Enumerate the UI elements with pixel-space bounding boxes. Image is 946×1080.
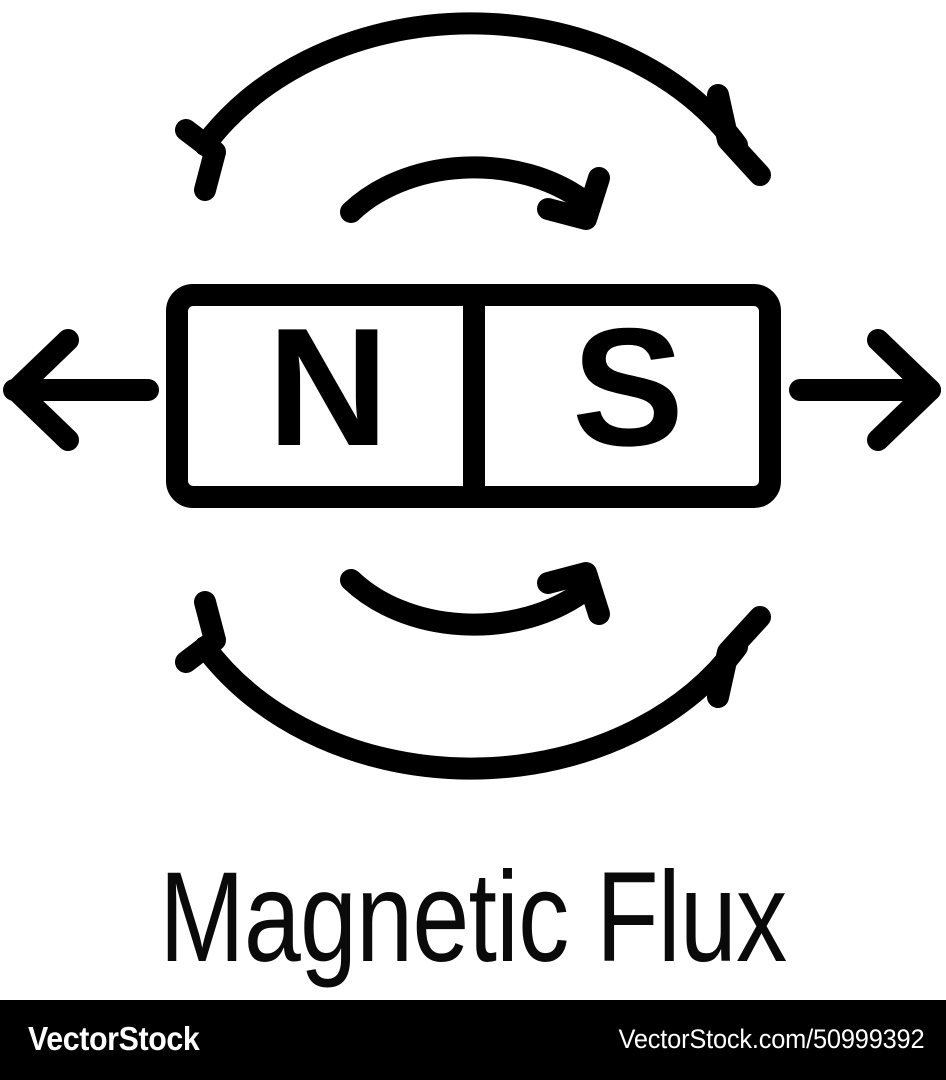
arc-bottom-outer bbox=[175, 591, 771, 780]
vectorstock-brand-logo: VectorStock bbox=[28, 1020, 200, 1057]
artwork-caption: Magnetic Flux bbox=[0, 845, 946, 989]
arc-top-outer bbox=[175, 12, 771, 201]
magnet-north-label: N bbox=[267, 293, 388, 481]
arrow-right-icon bbox=[789, 329, 941, 451]
arc-top-outer-path bbox=[194, 12, 748, 156]
arc-top-outer-right-arrowhead bbox=[707, 84, 771, 186]
arc-bottom-inner bbox=[340, 562, 610, 636]
arc-bottom-inner-arrowhead bbox=[537, 562, 610, 625]
arc-bottom-outer-left-arrowhead bbox=[175, 591, 226, 673]
arrow-left-icon bbox=[3, 329, 159, 451]
arc-bottom-outer-right-arrowhead bbox=[707, 606, 771, 708]
magnetic-flux-svg: N S bbox=[3, 12, 941, 780]
page-title: Magnetic Flux bbox=[159, 845, 788, 989]
magnetic-flux-illustration: N S bbox=[3, 12, 941, 780]
arc-top-inner-arrowhead bbox=[537, 167, 610, 230]
vectorstock-watermark-bar: VectorStock VectorStock.com/50999392 bbox=[0, 1000, 946, 1080]
arc-top-inner-path bbox=[340, 156, 592, 223]
magnet-body bbox=[166, 284, 781, 508]
vectorstock-image-url: VectorStock.com/50999392 bbox=[618, 1024, 924, 1054]
magnet-south-label: S bbox=[572, 293, 684, 481]
arc-bottom-inner-path bbox=[340, 569, 592, 636]
arrow-right-head bbox=[867, 329, 941, 451]
arc-top-inner bbox=[340, 156, 610, 230]
arrow-left-head bbox=[5, 329, 79, 451]
arc-bottom-outer-path bbox=[194, 636, 748, 780]
arc-top-outer-left-arrowhead bbox=[175, 119, 226, 201]
